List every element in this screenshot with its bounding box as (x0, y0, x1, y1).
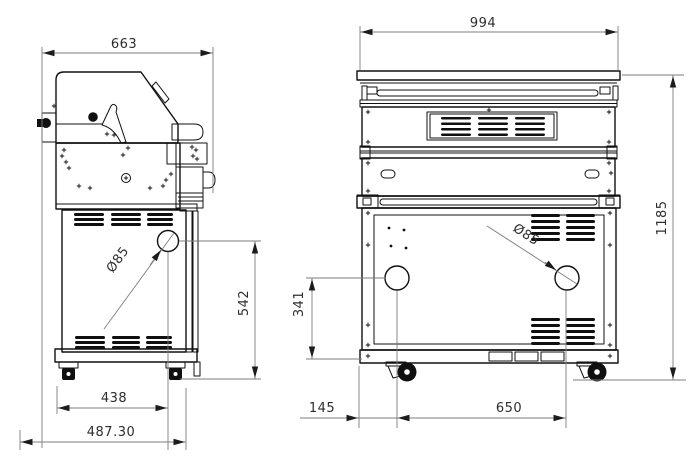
front-hole-right (554, 265, 580, 291)
dim-label-663: 663 (111, 37, 137, 52)
vent-slots-top (74, 213, 173, 226)
hood-knob (88, 112, 98, 122)
grill-hood (55, 71, 179, 144)
caster-left (58, 361, 79, 380)
vent-block (441, 117, 545, 136)
vent-slots-lower-right (531, 318, 595, 345)
dim-side-hole-height: 542 (179, 240, 261, 380)
dim-label-1185: 1185 (655, 200, 670, 235)
caster-front-right (576, 361, 607, 382)
caster-front-left (385, 361, 417, 382)
dim-label-650: 650 (496, 401, 522, 416)
hood-vent (151, 81, 170, 104)
base-and-casters-side (54, 348, 201, 380)
base-and-casters-front (359, 349, 619, 382)
screw-marks-front (365, 107, 614, 359)
side-handle-and-knob (166, 123, 216, 209)
dim-label-side-diameter: Ø85 (104, 244, 133, 276)
bottom-rail (356, 194, 621, 209)
vent-slots-upper-right (531, 214, 595, 241)
side-hole (156, 229, 180, 253)
control-knob (202, 171, 216, 189)
center-screw (121, 173, 131, 183)
dim-side-caster-span: 438 (56, 252, 169, 450)
firebox (55, 142, 181, 210)
vent-slots-bottom (75, 336, 172, 349)
igniter-dots (387, 226, 408, 250)
dim-front-overall-width: 994 (359, 16, 619, 70)
hood-handle (101, 103, 127, 144)
lid-handle (171, 123, 204, 141)
dim-front-hole-offset: 145 (300, 291, 567, 428)
dim-side-hole-leader: Ø85 (103, 232, 175, 330)
rear-bracket (37, 112, 57, 143)
dim-label-487-30: 487.30 (87, 425, 136, 440)
back-panel-lower (361, 157, 616, 197)
hinge-rail (359, 85, 619, 108)
front-hole-left (384, 265, 410, 291)
dim-label-341: 341 (292, 291, 307, 317)
dim-front-overall-height: 1185 (573, 74, 686, 381)
dim-front-hole-height: 341 (292, 277, 386, 360)
screw-marks-side (51, 103, 200, 191)
back-panel-upper (361, 106, 616, 148)
handle-slot-left (380, 169, 396, 179)
handle-slot-right (584, 169, 600, 179)
cart-cabinet-side (61, 203, 199, 353)
caster-right (165, 361, 186, 380)
dim-side-overall-depth: 663 (41, 37, 214, 448)
dim-label-front-diameter: Ø85 (510, 221, 542, 249)
cart-cabinet-front (361, 207, 617, 351)
dim-front-hole-spacing: 650 (397, 401, 566, 422)
dim-label-145: 145 (309, 401, 335, 416)
front-view: 994 1185 Ø85 341 145 (292, 16, 686, 428)
dim-label-994: 994 (470, 16, 496, 31)
dim-label-438: 438 (101, 391, 127, 406)
dim-front-hole-leader: Ø85 (486, 221, 578, 285)
mid-rail (359, 145, 618, 160)
dim-label-542: 542 (237, 290, 252, 316)
top-shelf (356, 70, 621, 84)
side-view: 663 Ø85 542 438 487.30 (19, 37, 261, 450)
dim-side-base-depth: 487.30 (19, 388, 187, 450)
